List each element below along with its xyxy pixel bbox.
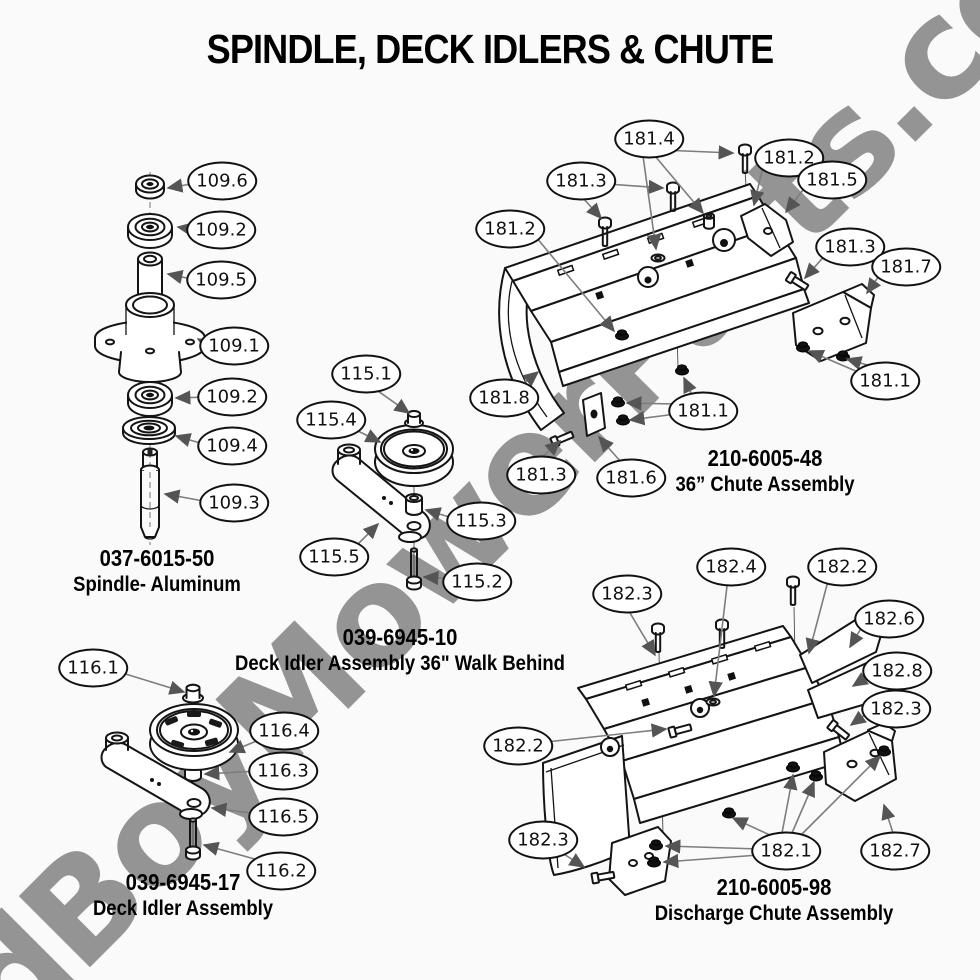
callout-115-4: 115.4: [296, 400, 366, 440]
callout-181-3: 181.3: [506, 455, 576, 495]
callout-182-1: 182.1: [751, 831, 821, 871]
callout-115-2: 115.2: [442, 562, 512, 602]
callout-109-1: 109.1: [199, 326, 269, 366]
part-name: Deck Idler Assembly 36" Walk Behind: [235, 652, 565, 675]
callout-181-8: 181.8: [469, 378, 539, 418]
callout-116-1: 116.1: [58, 648, 128, 688]
callout-182-8: 182.8: [862, 651, 932, 691]
page-title: SPINDLE, DECK IDLERS & CHUTE: [206, 26, 775, 72]
part-number: 039-6945-10: [342, 624, 458, 650]
callout-182-3: 182.3: [508, 820, 578, 860]
callout-181-3: 181.3: [815, 227, 885, 267]
callout-181-3: 181.3: [546, 161, 616, 201]
callout-182-6: 182.6: [854, 599, 924, 639]
callout-181-6: 181.6: [596, 458, 666, 498]
callout-181-4: 181.4: [614, 119, 684, 159]
leader-arrows: [118, 145, 896, 869]
callout-182-2: 182.2: [483, 726, 553, 766]
callout-109-4: 109.4: [197, 426, 267, 466]
callout-181-7: 181.7: [871, 247, 941, 287]
callout-182-2: 182.2: [807, 547, 877, 587]
callout-181-1: 181.1: [668, 391, 738, 431]
callout-182-3: 182.3: [592, 574, 662, 614]
callout-181-2: 181.2: [475, 209, 545, 249]
part-number: 039-6945-17: [125, 869, 241, 895]
callout-116-2: 116.2: [246, 851, 316, 891]
part-name: Spindle- Aluminum: [73, 573, 241, 596]
callout-182-4: 182.4: [696, 547, 766, 587]
callout-182-3: 182.3: [861, 689, 931, 729]
discharge-chute-nuts: [647, 745, 891, 868]
part-name: Deck Idler Assembly: [92, 897, 274, 920]
callout-181-1: 181.1: [850, 361, 920, 401]
part-number: 210-6005-48: [707, 445, 823, 471]
part-number: 210-6005-98: [716, 874, 832, 900]
callout-115-3: 115.3: [446, 501, 516, 541]
callout-182-7: 182.7: [860, 831, 930, 871]
callout-115-5: 115.5: [299, 537, 369, 577]
callout-115-1: 115.1: [331, 354, 401, 394]
callout-116-5: 116.5: [248, 797, 318, 837]
spindle-drawing: [94, 172, 206, 545]
part-name: 36” Chute Assembly: [675, 473, 855, 496]
part-number: 037-6015-50: [99, 545, 215, 571]
callout-116-4: 116.4: [249, 711, 319, 751]
part-name: Discharge Chute Assembly: [654, 902, 894, 925]
callout-109-3: 109.3: [199, 483, 269, 523]
deck-idler-drawing: [100, 683, 239, 861]
callout-109-5: 109.5: [186, 260, 256, 300]
deck-idler-36-drawing: [331, 410, 454, 591]
chute-36-drawing: [498, 143, 875, 449]
discharge-chute-drawing: [542, 575, 900, 896]
callout-109-2: 109.2: [186, 210, 256, 250]
callout-116-3: 116.3: [248, 751, 318, 791]
chute-36-nuts: [611, 329, 850, 426]
callout-181-5: 181.5: [797, 160, 867, 200]
callout-109-2: 109.2: [197, 377, 267, 417]
callout-109-6: 109.6: [187, 161, 257, 201]
